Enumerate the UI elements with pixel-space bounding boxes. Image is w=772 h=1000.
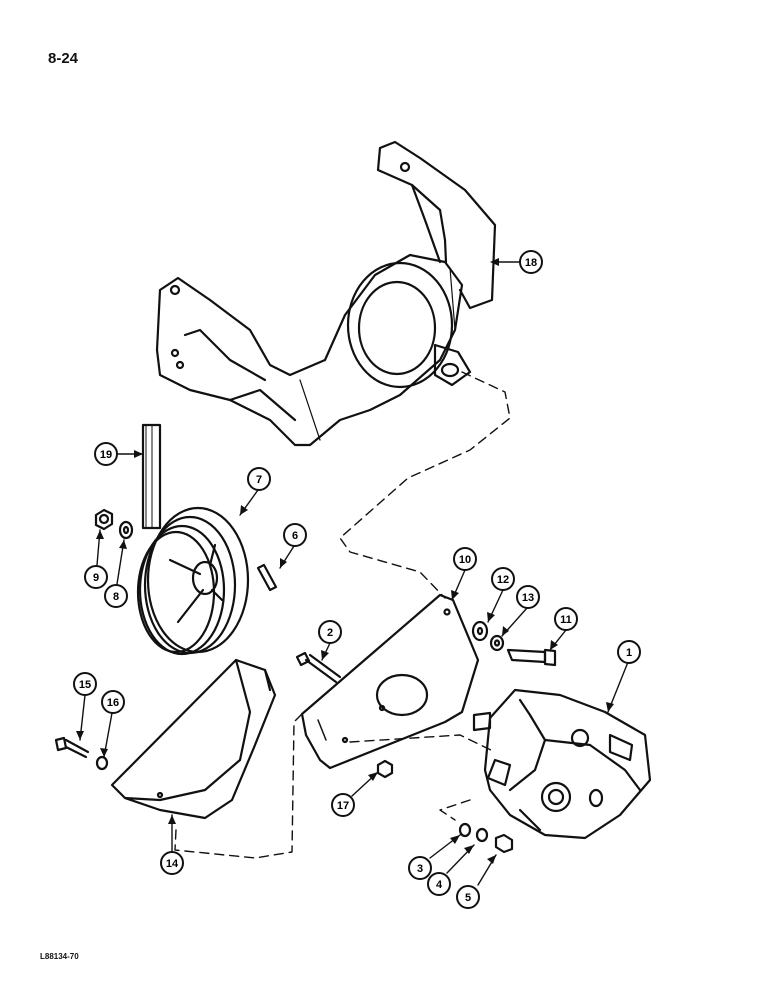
nut-5 [494,833,514,854]
callout-6: 6 [283,523,307,547]
callout-1: 1 [617,640,641,664]
callout-bubbles: 1 2 3 4 5 6 7 8 9 10 11 12 13 14 15 16 1… [73,250,641,909]
svg-text:11: 11 [560,614,572,626]
callout-7: 7 [247,467,271,491]
bolt-2 [295,651,342,684]
callout-9: 9 [84,565,108,589]
arrowheads [76,258,614,864]
callout-12: 12 [491,567,515,591]
drawing-code: L88134-70 [40,952,79,961]
svg-text:8: 8 [113,591,119,603]
callout-11: 11 [554,607,578,631]
callout-13: 13 [516,585,540,609]
callout-19: 19 [94,442,118,466]
hydraulic-pump [472,688,652,840]
pulley-washer [118,520,134,540]
svg-text:10: 10 [459,554,471,566]
assembly-lines [174,371,511,859]
svg-text:12: 12 [497,574,509,586]
callout-15: 15 [73,672,97,696]
nut-17 [376,759,394,779]
svg-text:7: 7 [256,474,262,486]
svg-text:6: 6 [292,530,298,542]
svg-text:13: 13 [522,592,534,604]
svg-text:15: 15 [79,679,91,691]
washer-3 [458,822,472,838]
callout-14: 14 [160,851,184,875]
callout-10: 10 [453,547,477,571]
nut-13 [489,634,505,652]
key [256,563,278,592]
svg-text:16: 16 [107,697,119,709]
shaft [141,423,162,530]
svg-text:2: 2 [327,627,333,639]
svg-text:14: 14 [166,858,179,870]
page-number: 8-24 [48,50,79,67]
pulley [136,506,250,656]
svg-text:4: 4 [436,879,443,891]
callout-16: 16 [101,690,125,714]
svg-text:5: 5 [465,892,471,904]
svg-text:18: 18 [525,257,537,269]
callout-8: 8 [104,584,128,608]
bolt-11 [506,648,557,667]
callout-2: 2 [318,620,342,644]
callout-18: 18 [519,250,543,274]
callout-3: 3 [408,856,432,880]
washer-16 [95,755,109,771]
lock-washer-4 [475,827,489,843]
svg-text:19: 19 [100,449,112,461]
callout-17: 17 [331,793,355,817]
svg-text:1: 1 [626,647,632,659]
washer-12 [471,620,489,642]
svg-text:3: 3 [417,863,423,875]
belt-guard [110,658,277,820]
callout-5: 5 [456,885,480,909]
mounting-bracket [155,140,497,447]
svg-text:17: 17 [337,800,349,812]
pulley-nut [94,508,114,531]
svg-text:9: 9 [93,572,99,584]
callout-4: 4 [427,872,451,896]
bolt-15 [54,736,90,759]
mounting-plate [300,593,480,770]
